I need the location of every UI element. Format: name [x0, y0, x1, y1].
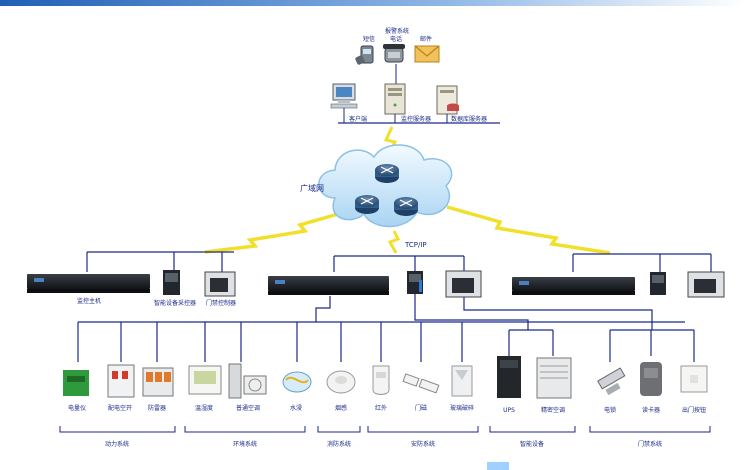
door-controller-icon [204, 271, 236, 297]
power-meter-icon [63, 370, 89, 396]
protocol-label: TCP/IP [404, 241, 427, 249]
infrared-label: 红外 [375, 404, 387, 412]
host-label: 监控主机 [77, 297, 101, 305]
ups-icon [497, 356, 521, 398]
client-label: 客户端 [349, 115, 367, 123]
bottom-tab-marker [487, 462, 509, 470]
smart-collector-icon [407, 271, 423, 294]
router-icon [375, 164, 399, 183]
door-magnet-label: 门磁 [415, 404, 427, 412]
ac-label: 普通空调 [236, 404, 260, 412]
alarm-system: 报警系统 短信 电话 邮件 [355, 27, 440, 84]
monitor-server-icon [384, 83, 406, 115]
alarm-title: 报警系统 [385, 27, 409, 35]
smoke-label: 烟感 [335, 404, 347, 412]
sensor-bus [77, 294, 695, 362]
sensor-labels: 电量仪 配电空开 防雷器 温湿度 普通空调 水浸 烟感 红外 门磁 玻璃破碎 U… [68, 404, 706, 414]
group-brackets [59, 426, 711, 433]
meter-label: 电量仪 [68, 404, 86, 412]
card-reader-icon [640, 362, 662, 396]
group-fire: 消防系统 [327, 440, 351, 448]
alarm-phone-label: 电话 [390, 35, 402, 43]
smart-collector-icon [650, 272, 666, 295]
temperature-humidity-icon [188, 365, 222, 395]
db-server-label: 数据库服务器 [451, 115, 487, 123]
door-controller-label: 门禁控制器 [206, 299, 236, 307]
email-envelope-icon [414, 45, 440, 63]
alarm-email-label: 邮件 [420, 35, 432, 43]
glass-break-label: 玻璃破碎 [450, 404, 474, 412]
lightning-right [446, 205, 611, 255]
sensor-icons [63, 356, 708, 399]
group-environment: 环境系统 [233, 440, 257, 448]
precision-ac-icon [536, 357, 572, 399]
group-access: 门禁系统 [638, 440, 662, 448]
monitor-server-label: 监控服务器 [401, 115, 431, 123]
device-row: 监控主机 智能设备采控器 门禁控制器 [27, 270, 725, 307]
smoke-detector-icon [326, 370, 356, 394]
mobile-phone-icon [355, 45, 374, 65]
air-conditioner-icon [228, 363, 267, 399]
water-leak-sensor-icon [282, 371, 312, 393]
exit-button-icon [680, 365, 708, 393]
group-labels: 动力系统 环境系统 消防系统 安防系统 智能设备 门禁系统 [105, 440, 662, 448]
ups-label: UPS [503, 407, 515, 414]
exit-button-label: 出门按钮 [682, 406, 706, 414]
wan-cloud: 广域网 [300, 144, 453, 228]
precision-ac-label: 精密空调 [541, 406, 565, 414]
lightning-label: 防雷器 [148, 404, 166, 412]
wan-label: 广域网 [300, 183, 324, 193]
smart-collector-label: 智能设备采控器 [154, 299, 196, 307]
door-controller-icon [445, 270, 482, 298]
glass-break-sensor-icon [451, 365, 473, 397]
water-leak-label: 水浸 [290, 404, 302, 412]
rack-host-icon [268, 276, 389, 295]
lock-label: 电锁 [604, 406, 616, 414]
electric-lock-icon [597, 367, 626, 396]
card-reader-label: 读卡器 [642, 406, 660, 414]
infrared-sensor-icon [372, 365, 390, 395]
top-accent-bar [0, 0, 745, 6]
desk-phone-icon [383, 44, 405, 63]
door-magnet-icon [402, 373, 440, 394]
group-smart: 智能设备 [520, 440, 544, 448]
smart-collector-icon [163, 270, 180, 295]
lightning-left [204, 210, 346, 254]
client-computer-icon [330, 83, 358, 109]
router-icon [355, 195, 379, 214]
group-power: 动力系统 [105, 440, 129, 448]
rack-host-icon [27, 274, 150, 293]
wan-lightning-links [204, 126, 611, 255]
rack-host-icon [512, 277, 635, 295]
device-buses [86, 251, 712, 272]
switch-label: 配电空开 [108, 404, 132, 412]
lightning-center [387, 230, 401, 254]
database-server-icon [436, 85, 459, 115]
surge-protector-icon [142, 367, 174, 397]
server-layer: 客户端 监控服务器 数据库服务器 [330, 83, 500, 124]
alarm-sms-label: 短信 [363, 35, 375, 43]
temp-humidity-label: 温湿度 [195, 404, 213, 412]
circuit-breaker-icon [107, 364, 135, 398]
router-icon [394, 197, 418, 216]
door-controller-icon [687, 271, 725, 298]
group-security: 安防系统 [411, 440, 435, 448]
